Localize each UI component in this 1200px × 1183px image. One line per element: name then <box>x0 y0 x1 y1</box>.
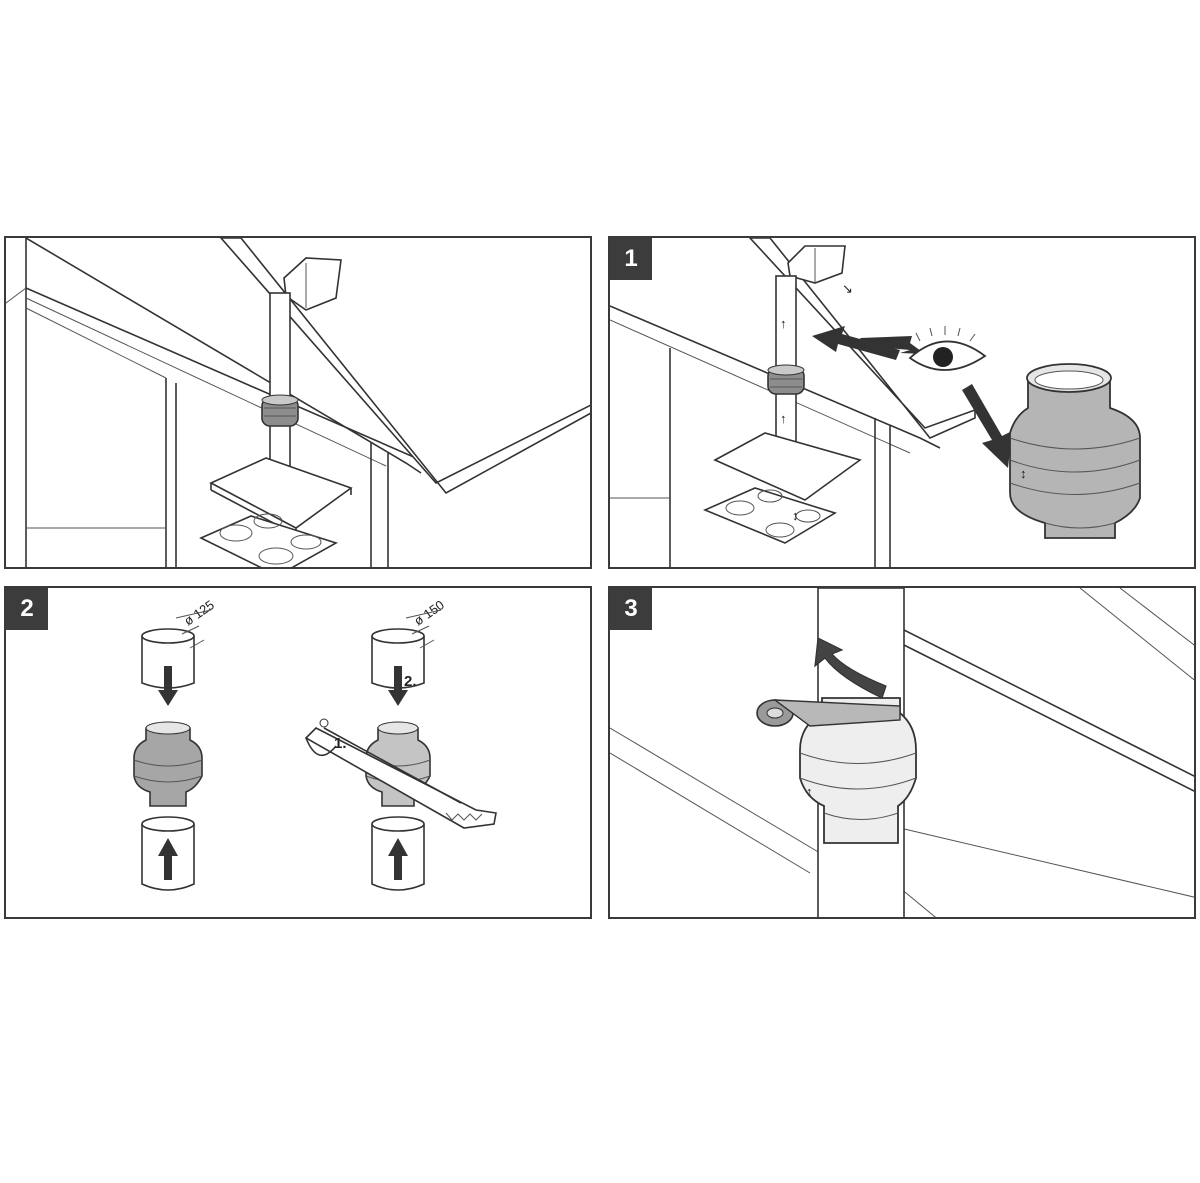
svg-text:↑: ↑ <box>780 316 787 331</box>
svg-text:↘: ↘ <box>842 281 853 296</box>
illustration-panel-step-1: 1 ↘ ↑ ↑ ↕ <box>608 236 1196 569</box>
up-arrow-icon <box>388 838 408 880</box>
duct-125-top <box>141 609 212 689</box>
step-badge-3: 3 <box>610 588 652 630</box>
diameter-label-125: ø 125 <box>181 597 217 628</box>
duct-150-top <box>371 609 442 689</box>
saw-icon <box>304 718 497 829</box>
duct-pipe <box>269 292 291 489</box>
svg-text:↑: ↑ <box>780 411 787 426</box>
duct-125-bottom <box>141 816 195 891</box>
inline-fan-icon <box>261 394 299 427</box>
inline-fan-detail-icon: ↕ <box>1009 363 1141 539</box>
step-label-insert: 2. <box>404 673 417 690</box>
rotate-arrow-icon <box>814 637 887 699</box>
direction-arrow-icon <box>962 384 1012 468</box>
direction-arrow-icon <box>812 326 900 360</box>
down-arrow-icon <box>388 666 408 706</box>
diameter-label-150: ø 150 <box>411 597 447 628</box>
step-1-drawing: ↘ ↑ ↑ ↕ <box>610 238 1141 567</box>
overview-drawing <box>6 238 590 567</box>
svg-text:↕: ↕ <box>1020 466 1027 481</box>
step-badge-2: 2 <box>6 588 48 630</box>
svg-text:↕: ↕ <box>806 784 813 799</box>
step-badge-1: 1 <box>610 238 652 280</box>
inline-fan-icon <box>767 364 805 395</box>
up-arrow-icon <box>158 838 178 880</box>
tape-roll-icon <box>756 699 901 727</box>
step-3-drawing: ↕ <box>610 588 1194 917</box>
direction-arrow-icon <box>860 336 925 354</box>
inline-fan-icon: ↕ <box>799 697 917 844</box>
illustration-panel-overview <box>4 236 592 569</box>
step-2-drawing: ø 125 ø 150 2. <box>133 597 497 891</box>
step-label-cut: 1. <box>334 735 347 752</box>
illustration-panel-step-3: 3 ↕ <box>608 586 1196 919</box>
duct-150-bottom <box>371 816 425 891</box>
down-arrow-icon <box>158 666 178 706</box>
svg-text:↕: ↕ <box>792 508 799 523</box>
eye-icon <box>908 326 987 371</box>
inline-fan-125-icon <box>133 721 203 807</box>
illustration-panel-step-2: 2 ø 125 ø 150 <box>4 586 592 919</box>
